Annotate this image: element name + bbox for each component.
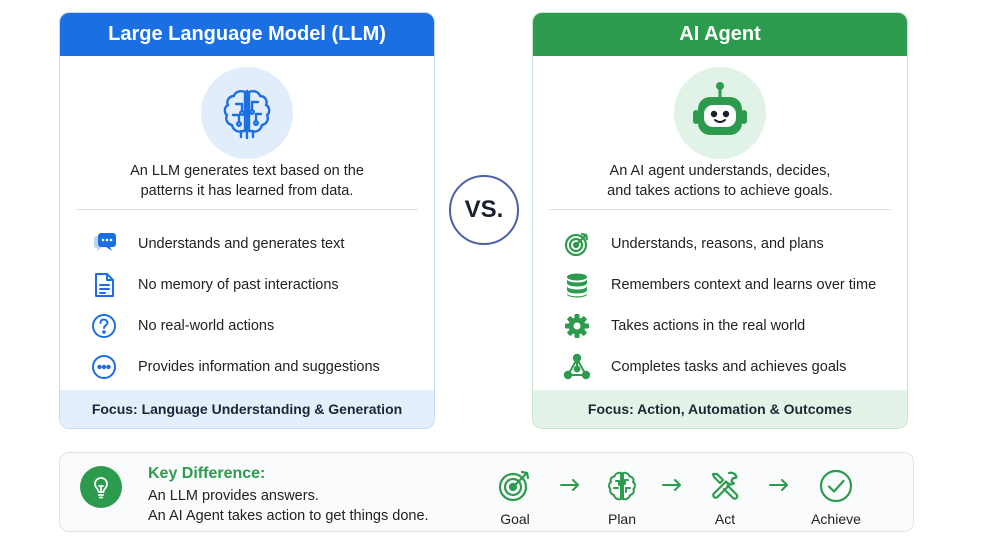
- list-item: Takes actions in the real world: [533, 305, 907, 346]
- agent-feature-list: Understands, reasons, and plans Remember…: [533, 223, 907, 387]
- tools-icon: [706, 467, 744, 505]
- agent-focus-label: Focus: Action, Automation & Outcomes: [533, 390, 907, 428]
- llm-divider: [76, 209, 418, 210]
- brain-icon: [603, 467, 641, 505]
- question-circle-icon: [90, 312, 118, 340]
- agent-description: An AI agent understands, decides, and ta…: [607, 163, 833, 199]
- ellipsis-circle-icon: [90, 353, 118, 381]
- llm-card: Large Language Model (LLM) An LLM genera…: [59, 12, 435, 429]
- network-icon: [563, 353, 591, 381]
- list-item: Completes tasks and achieves goals: [533, 346, 907, 387]
- gear-icon: [563, 312, 591, 340]
- agent-divider: [549, 209, 891, 210]
- flow-step-goal: Goal: [480, 467, 550, 527]
- list-item: Remembers context and learns over time: [533, 264, 907, 305]
- list-item: Provides information and suggestions: [60, 346, 434, 387]
- arrow-right-icon: [660, 475, 684, 495]
- lightbulb-icon: [80, 466, 122, 508]
- target-icon: [563, 230, 591, 258]
- arrow-right-icon: [767, 475, 791, 495]
- list-item: No memory of past interactions: [60, 264, 434, 305]
- llm-feature-list: Understands and generates text No memory…: [60, 223, 434, 387]
- flow-step-act: Act: [690, 467, 760, 527]
- list-item: Understands, reasons, and plans: [533, 223, 907, 264]
- llm-description: An LLM generates text based on the patte…: [130, 163, 364, 199]
- flow-step-achieve: Achieve: [801, 467, 871, 527]
- database-icon: [563, 271, 591, 299]
- key-difference-title: Key Difference:: [148, 465, 266, 482]
- document-icon: [90, 271, 118, 299]
- llm-focus-label: Focus: Language Understanding & Generati…: [60, 390, 434, 428]
- agent-card-title: AI Agent: [533, 13, 907, 56]
- key-difference-line-2: An AI Agent takes action to get things d…: [148, 508, 429, 524]
- robot-icon: [674, 67, 766, 159]
- list-item: Understands and generates text: [60, 223, 434, 264]
- key-difference-panel: Key Difference: An LLM provides answers.…: [59, 452, 914, 532]
- list-item: No real-world actions: [60, 305, 434, 346]
- agent-card: AI Agent An AI agent understands, decide…: [532, 12, 908, 429]
- target-icon: [496, 467, 534, 505]
- key-difference-line-1: An LLM provides answers.: [148, 488, 319, 504]
- check-circle-icon: [817, 467, 855, 505]
- llm-card-title: Large Language Model (LLM): [60, 13, 434, 56]
- arrow-right-icon: [558, 475, 582, 495]
- chat-bubble-icon: [90, 230, 118, 258]
- vs-badge: VS.: [449, 175, 519, 245]
- flow-step-plan: Plan: [587, 467, 657, 527]
- brain-circuit-icon: [201, 67, 293, 159]
